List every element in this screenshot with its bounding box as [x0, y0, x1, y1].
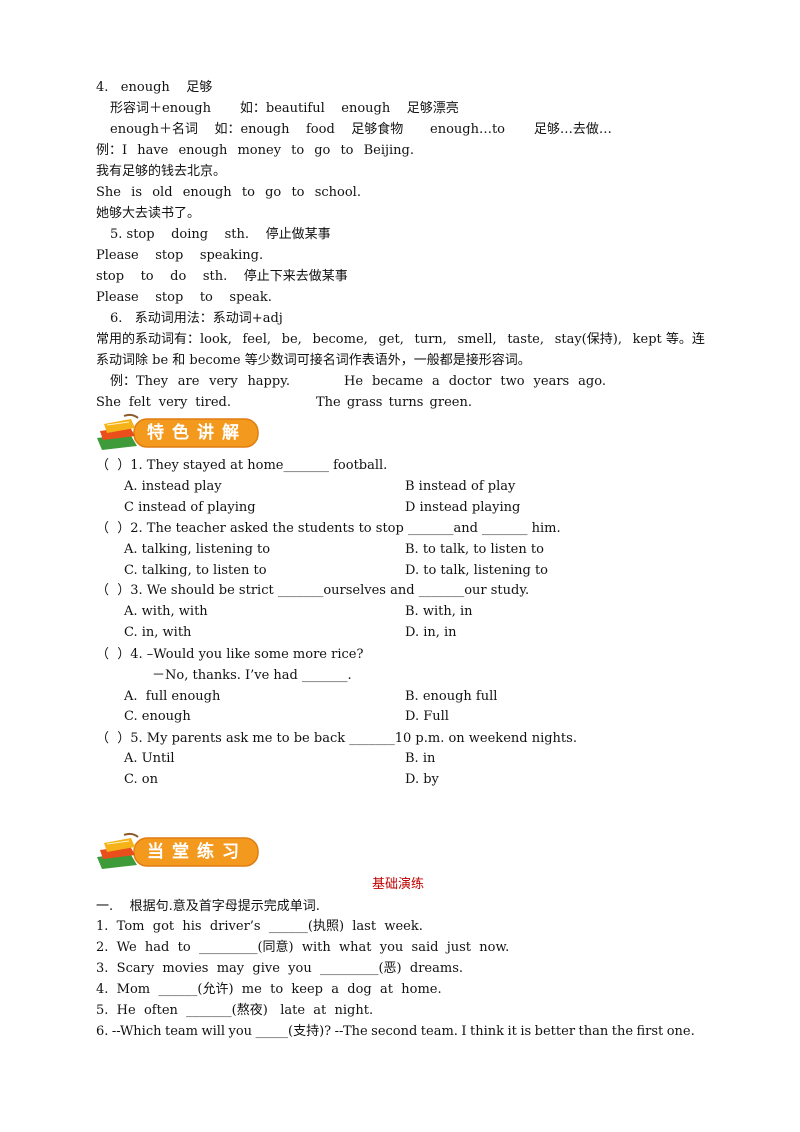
item6-title: 6. 系动词用法：系动词+adj — [110, 311, 283, 326]
question-3-option-b[interactable]: B. with, in — [405, 604, 473, 619]
question-1-option-b[interactable]: B instead of play — [405, 479, 516, 494]
example-old-enough-cn: 她够大去读书了。 — [96, 206, 201, 221]
question-2-option-c[interactable]: C. talking, to listen to — [124, 563, 267, 578]
question-3-option-a[interactable]: A. with, with — [124, 604, 208, 619]
question-4-reply: －No, thanks. I’ve had _______. — [152, 668, 352, 683]
question-5-option-a[interactable]: A. Until — [124, 751, 175, 766]
question-2-option-d[interactable]: D. to talk, listening to — [405, 563, 548, 578]
item5-example-1: Please stop speaking. — [96, 248, 264, 263]
example-enough-money-cn: 我有足够的钱去北京。 — [96, 164, 227, 179]
question-1-option-a[interactable]: A. instead play — [124, 479, 222, 494]
item6-note: 系动词除 be 和 become 等少数词可接名词作表语外，一般都是接形容词。 — [96, 353, 531, 368]
item5-title: 5. stop doing sth. 停止做某事 — [110, 227, 331, 242]
books-banner-graphic — [97, 413, 259, 450]
item4-rule-noun: enough＋名词 如：enough food 足够食物 — [110, 122, 404, 137]
question-5-option-b[interactable]: B. in — [405, 751, 436, 766]
practice-item-3: 3. Scary movies may give you _________(恶… — [96, 961, 464, 976]
question-5-stem: （ ）5. My parents ask me to be back _____… — [96, 731, 577, 746]
banner-practice-label: 当堂练习 — [147, 842, 247, 862]
question-4-option-c[interactable]: C. enough — [124, 709, 191, 724]
question-2-stem: （ ）2. The teacher asked the students to … — [96, 521, 561, 536]
practice-item-2: 2. We had to _________(同意) with what you… — [96, 940, 510, 955]
question-2-option-a[interactable]: A. talking, listening to — [124, 542, 271, 557]
question-3-option-d[interactable]: D. in, in — [405, 625, 457, 640]
practice-item-1: 1. Tom got his driver’s ______(执照) last … — [96, 919, 423, 934]
question-4-option-d[interactable]: D. Full — [405, 709, 449, 724]
question-5-option-d[interactable]: D. by — [405, 772, 439, 787]
banner-in-class-practice: 当堂练习 — [94, 832, 262, 872]
question-4-option-b[interactable]: B. enough full — [405, 689, 498, 704]
item4-rule-adj: 形容词＋enough 如：beautiful enough 足够漂亮 — [110, 101, 459, 116]
question-4-option-a[interactable]: A. full enough — [124, 689, 221, 704]
practice-item-4: 4. Mom ______(允许) me to keep a dog at ho… — [96, 982, 442, 997]
item5-rule-2: stop to do sth. 停止下来去做某事 — [96, 269, 348, 284]
item6-linking-verbs: 常用的系动词有：look,feel,be,become,get,turn,sme… — [96, 332, 705, 347]
item4-title: 4. enough 足够 — [96, 80, 213, 95]
practice-item-5: 5. He often _______(熬夜) late at night. — [96, 1003, 374, 1018]
question-3-option-c[interactable]: C. in, with — [124, 625, 192, 640]
question-3-stem: （ ）3. We should be strict _______ourselv… — [96, 583, 530, 598]
question-4-stem: （ ）4. –Would you like some more rice? — [96, 647, 364, 662]
question-5-option-c[interactable]: C. on — [124, 772, 158, 787]
practice-heading: 一. 根据句.意及首字母提示完成单词. — [96, 899, 320, 914]
item4-rule-to: enough…to 足够…去做… — [430, 122, 612, 137]
banner-feature-label: 特色讲解 — [147, 423, 247, 443]
question-2-option-b[interactable]: B. to talk, to listen to — [405, 542, 544, 557]
question-1-option-d[interactable]: D instead playing — [405, 500, 521, 515]
question-1-option-c[interactable]: C instead of playing — [124, 500, 256, 515]
banner-feature-explanation: 特色讲解 — [94, 413, 262, 453]
question-1-stem: （ ）1. They stayed at home_______ footbal… — [96, 458, 388, 473]
section-title-basic-practice: 基础演练 — [372, 877, 425, 892]
item5-example-2: Please stop to speak. — [96, 290, 272, 305]
books-banner-graphic — [97, 832, 259, 869]
